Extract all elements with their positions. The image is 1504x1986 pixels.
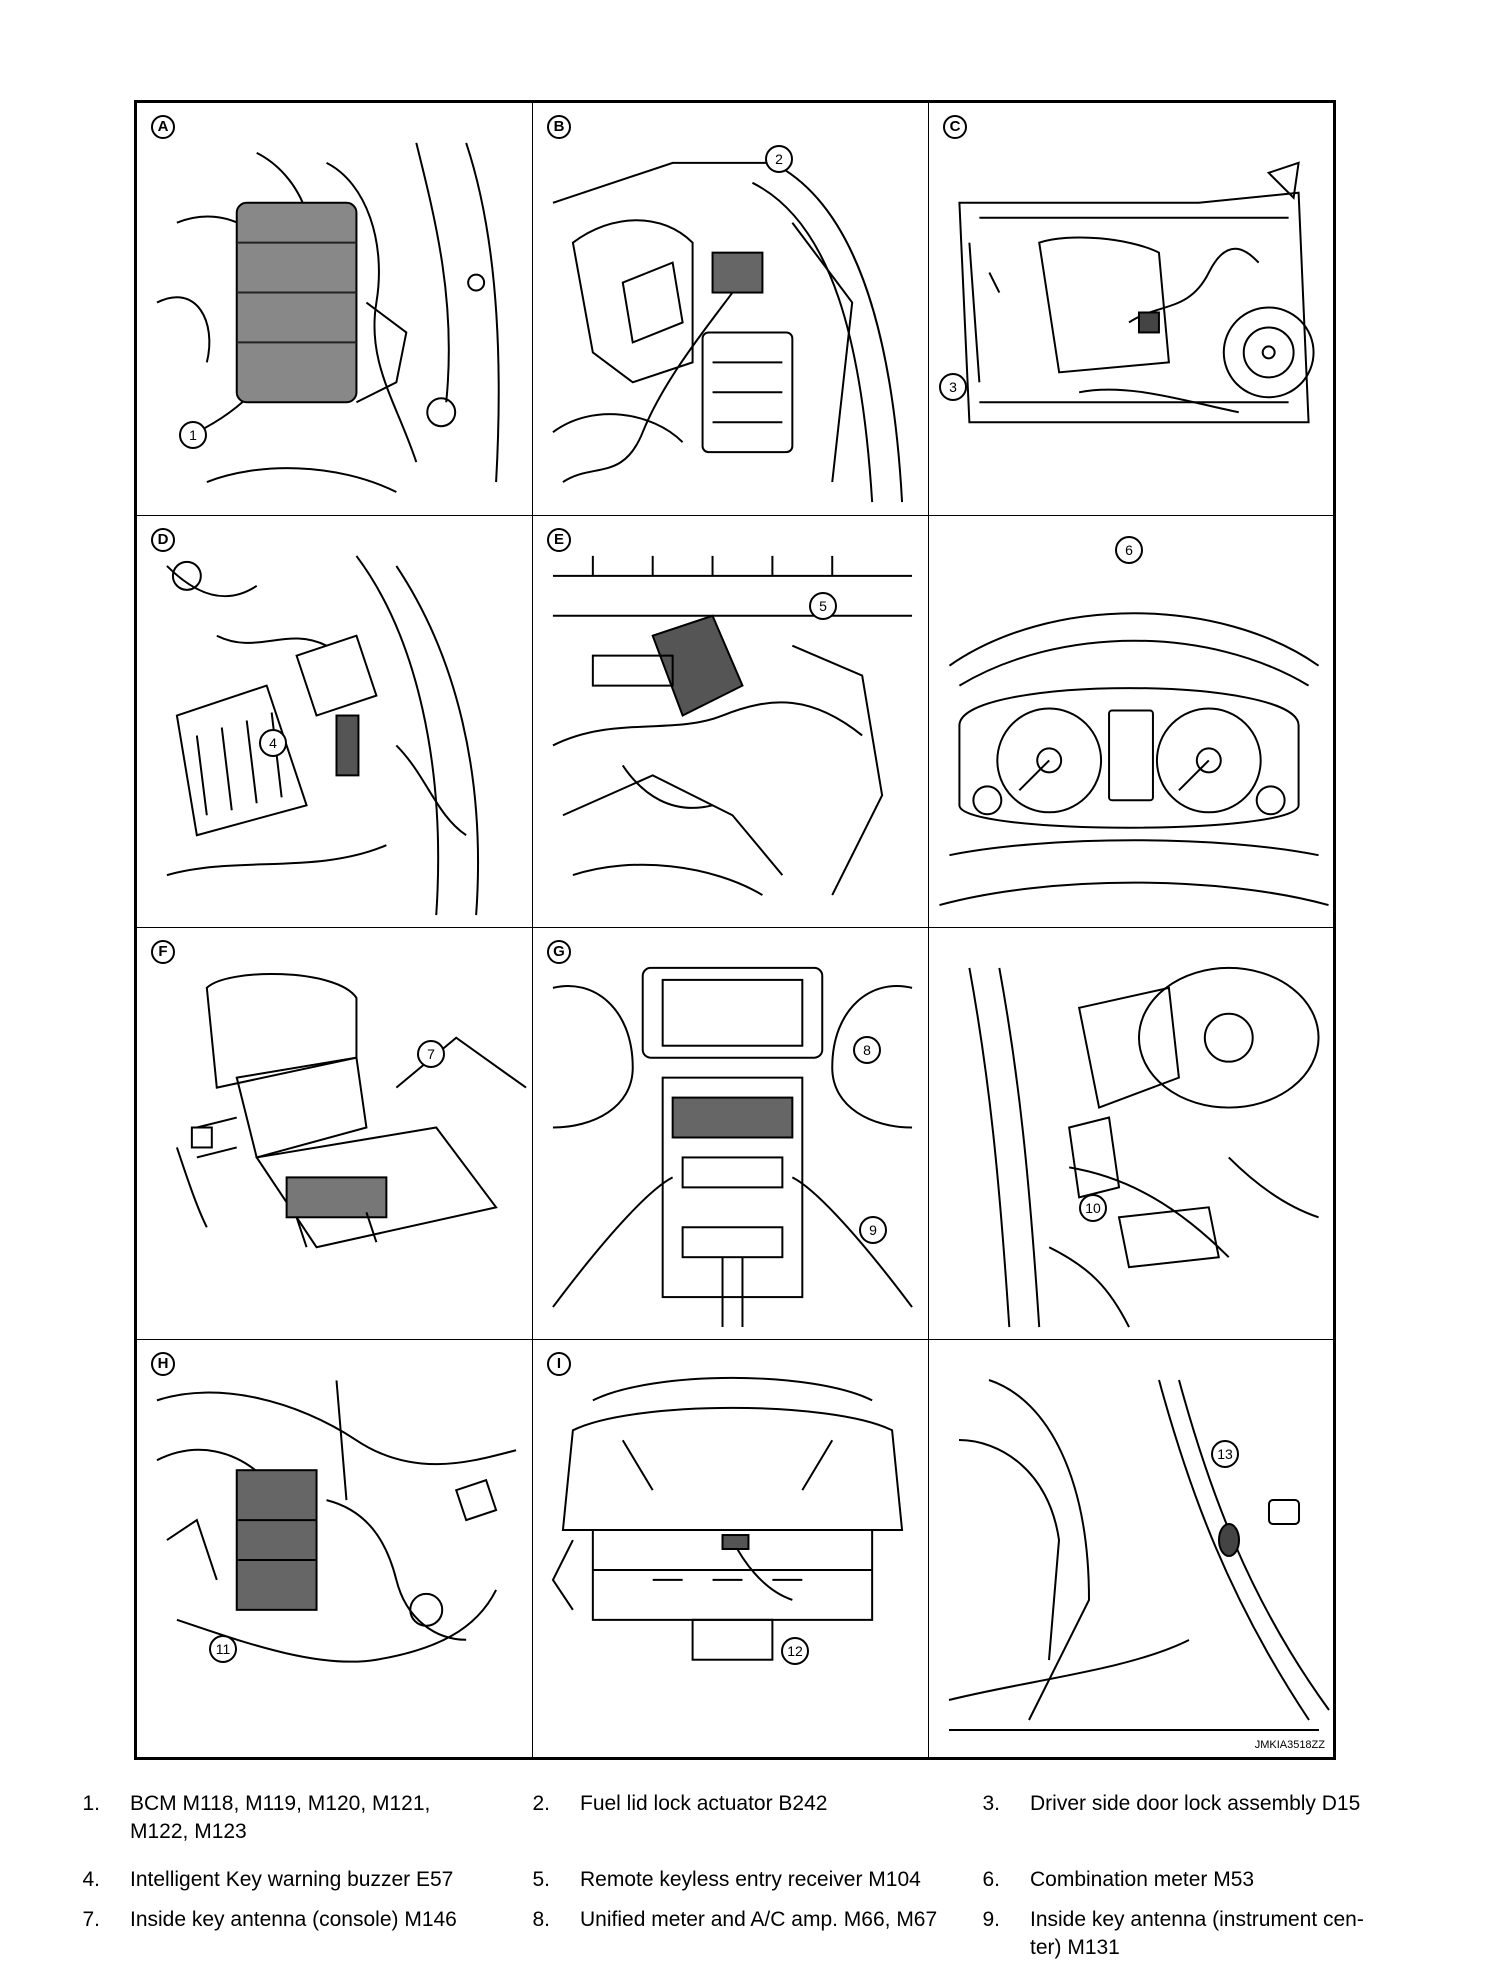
callout-1: 1 <box>179 421 207 449</box>
legend-text: Inside key antenna (instrument cen-ter) … <box>1030 1908 1364 1959</box>
panel-h: H 11 <box>137 1340 533 1757</box>
callout-2: 2 <box>765 145 793 173</box>
panel-e-drawing <box>552 555 913 896</box>
callout-8: 8 <box>853 1036 881 1064</box>
legend-text: Driver side door lock assembly D15 <box>1030 1792 1361 1815</box>
legend-text: BCM M118, M119, M120, M121, M122, M123 <box>130 1792 431 1843</box>
legend-number: 1. <box>82 1792 100 1815</box>
panel-a: A 1 <box>137 103 533 516</box>
panel-g-drawing <box>552 966 913 1328</box>
panel-d-drawing <box>166 555 479 916</box>
panel-meter-drawing <box>939 612 1329 907</box>
panel-b: B 2 <box>533 103 929 516</box>
panel-c: C 3 <box>929 103 1333 516</box>
panel-dash-drawing <box>968 966 1320 1328</box>
callout-13: 13 <box>1211 1440 1239 1468</box>
panel-f-drawing <box>175 972 527 1249</box>
callout-12: 12 <box>781 1637 809 1665</box>
panel-letter: A <box>151 115 175 139</box>
panel-letter: D <box>151 528 175 552</box>
callout-5: 5 <box>809 592 837 620</box>
panel-h-drawing <box>156 1380 517 1663</box>
panel-e: E 5 <box>533 516 929 928</box>
legend-number: 3. <box>982 1792 1000 1815</box>
legend-number: 7. <box>82 1908 100 1931</box>
component-location-figure: A 1 B 2 <box>134 100 1336 1760</box>
legend-number: 4. <box>82 1868 100 1891</box>
panel-a-drawing <box>156 142 500 493</box>
figure-code: JMKIA3518ZZ <box>1254 1739 1325 1751</box>
panel-g: G 8 9 <box>533 928 929 1340</box>
panel-letter: H <box>151 1352 175 1376</box>
callout-4: 4 <box>259 729 287 757</box>
legend-number: 9. <box>982 1908 1000 1931</box>
callout-6: 6 <box>1115 536 1143 564</box>
panel-sill: 13 JMKIA3518ZZ <box>929 1340 1333 1757</box>
legend-text: Combination meter M53 <box>1030 1868 1255 1891</box>
panel-c-drawing <box>958 161 1315 424</box>
callout-10: 10 <box>1079 1194 1107 1222</box>
legend-text: Intelligent Key warning buzzer E57 <box>130 1868 454 1891</box>
panel-sill-drawing <box>948 1379 1330 1731</box>
panel-i-drawing <box>551 1376 904 1661</box>
callout-9: 9 <box>859 1216 887 1244</box>
legend-text: Inside key antenna (console) M146 <box>130 1908 457 1931</box>
panel-meter: 6 <box>929 516 1333 928</box>
panel-letter: F <box>151 940 175 964</box>
callout-7: 7 <box>417 1040 445 1068</box>
panel-d: D 4 <box>137 516 533 928</box>
panel-letter: G <box>547 940 571 964</box>
panel-b-drawing <box>552 161 904 503</box>
panel-f: F 7 <box>137 928 533 1340</box>
legend-text: Fuel lid lock actuator B242 <box>580 1792 828 1815</box>
legend-number: 8. <box>532 1908 550 1931</box>
panel-letter: I <box>547 1352 571 1376</box>
legend-number: 2. <box>532 1792 550 1815</box>
panel-letter: E <box>547 528 571 552</box>
legend-text: Remote keyless entry receiver M104 <box>580 1868 921 1891</box>
panel-dash: 10 <box>929 928 1333 1340</box>
panel-letter: B <box>547 115 571 139</box>
legend-number: 5. <box>532 1868 550 1891</box>
legend-number: 6. <box>982 1868 1000 1891</box>
panel-i: I 12 <box>533 1340 929 1757</box>
panel-letter: C <box>943 115 967 139</box>
callout-3: 3 <box>939 373 967 401</box>
legend-text: Unified meter and A/C amp. M66, M67 <box>580 1908 938 1931</box>
callout-11: 11 <box>209 1635 237 1663</box>
